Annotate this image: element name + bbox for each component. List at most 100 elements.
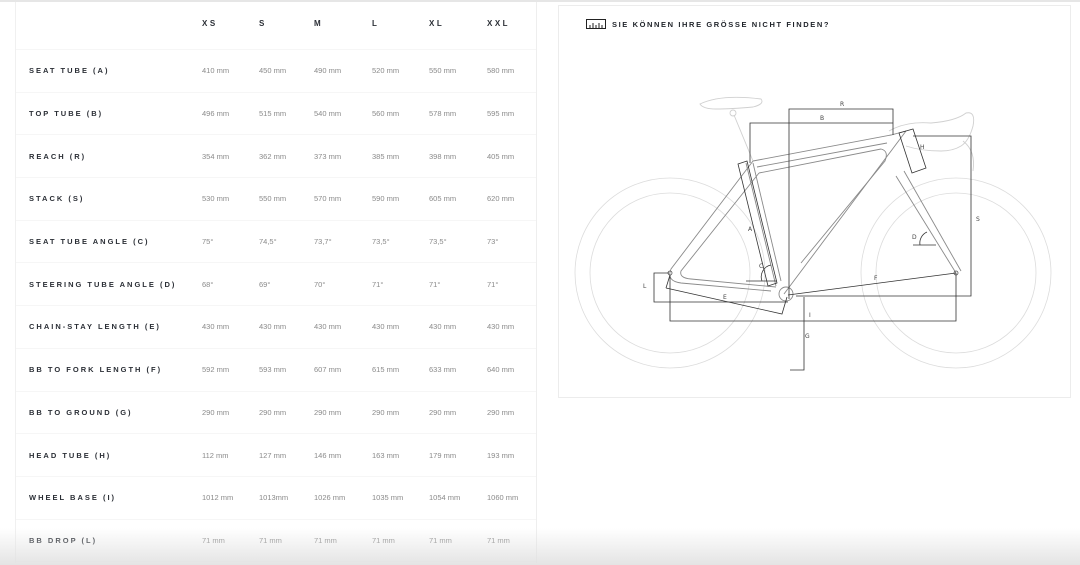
row-label: WHEEL BASE (I) (29, 493, 117, 503)
label-l: L (643, 283, 647, 290)
label-f: F (874, 275, 878, 282)
row-value: 530 mm (202, 194, 230, 204)
row-value: 71 mm (429, 535, 452, 545)
row-value: 540 mm (314, 109, 342, 119)
table-row: STEERING TUBE ANGLE (D)68°69°70°71°71°71… (16, 263, 536, 307)
row-value: 73,5° (372, 237, 390, 247)
size-finder-label: SIE KÖNNEN IHRE GRÖSSE NICHT FINDEN? (612, 19, 831, 29)
row-label: SEAT TUBE ANGLE (C) (29, 237, 150, 247)
label-s: S (976, 216, 980, 223)
row-value: 520 mm (372, 66, 400, 76)
row-value: 640 mm (487, 365, 515, 375)
row-value: 73,7° (314, 237, 332, 247)
row-value: 620 mm (487, 194, 515, 204)
label-a: A (748, 226, 753, 233)
row-value: 290 mm (429, 407, 457, 417)
row-value: 71 mm (259, 535, 282, 545)
row-value: 430 mm (202, 322, 230, 332)
row-value: 607 mm (314, 365, 342, 375)
label-i: I (809, 312, 811, 319)
row-label: HEAD TUBE (H) (29, 450, 112, 460)
label-g: G (805, 333, 810, 340)
row-value: 373 mm (314, 151, 342, 161)
bike-geometry-drawing: R B H S A C D F E L I G (574, 96, 1052, 371)
row-value: 70° (314, 279, 326, 289)
row-value: 385 mm (372, 151, 400, 161)
row-value: 1012 mm (202, 493, 234, 503)
row-value: 550 mm (429, 66, 457, 76)
row-value: 1026 mm (314, 493, 346, 503)
table-row: BB DROP (L) 71 mm 71 mm 71 mm 71 mm 71 mm 71 m… (16, 520, 536, 563)
row-value: 592 mm (202, 365, 230, 375)
row-value: 179 mm (429, 450, 457, 460)
row-label: BB TO FORK LENGTH (F) (29, 365, 163, 375)
row-label: STEERING TUBE ANGLE (D) (29, 279, 177, 289)
size-header: L (372, 19, 380, 28)
label-r: R (840, 101, 844, 108)
row-value: 570 mm (314, 194, 342, 204)
row-value: 430 mm (314, 322, 342, 332)
row-value: 410 mm (202, 66, 230, 76)
row-value: 496 mm (202, 109, 230, 119)
table-row: SEAT TUBE ANGLE (C)75°74,5°73,7°73,5°73,… (16, 221, 536, 264)
row-value: 146 mm (314, 450, 342, 460)
row-value: 430 mm (372, 322, 400, 332)
row-value: 362 mm (259, 151, 287, 161)
size-finder-link[interactable]: SIE KÖNNEN IHRE GRÖSSE NICHT FINDEN? (586, 19, 830, 29)
label-b: B (820, 115, 824, 122)
row-value: 112 mm (202, 450, 229, 460)
row-value: 450 mm (259, 66, 287, 76)
row-value: 580 mm (487, 66, 515, 76)
row-value: 71 mm (487, 535, 510, 545)
row-value: 71° (372, 279, 384, 289)
row-value: 578 mm (429, 109, 457, 119)
row-value: 615 mm (372, 365, 400, 375)
label-h: H (920, 144, 925, 151)
label-c: C (759, 263, 763, 270)
row-label: REACH (R) (29, 151, 87, 161)
row-value: 68° (202, 279, 214, 289)
label-e: E (723, 294, 727, 301)
label-d: D (912, 234, 917, 241)
row-value: 71° (429, 279, 441, 289)
row-value: 1054 mm (429, 493, 461, 503)
table-row: WHEEL BASE (I) 1012 mm 1013mm 1026 mm 1035 m… (16, 477, 536, 520)
ruler-icon (586, 19, 606, 29)
row-value: 430 mm (429, 322, 457, 332)
row-label: BB DROP (L) (29, 535, 98, 545)
row-value: 405 mm (487, 151, 515, 161)
row-value: 290 mm (202, 407, 230, 417)
row-value: 290 mm (314, 407, 342, 417)
row-label: SEAT TUBE (A) (29, 66, 110, 76)
wheel-front-icon (860, 177, 1052, 369)
size-header: M (314, 19, 324, 28)
row-value: 1013mm (259, 493, 289, 503)
size-header: XS (202, 19, 218, 28)
geometry-diagram-panel: SIE KÖNNEN IHRE GRÖSSE NICHT FINDEN? (558, 5, 1071, 398)
table-row: REACH (R) 354 mm 362 mm 373 mm 385 mm 398 mm 4… (16, 135, 536, 179)
top-divider (0, 0, 1080, 2)
row-value: 75° (202, 237, 214, 247)
row-value: 290 mm (259, 407, 287, 417)
row-value: 550 mm (259, 194, 287, 204)
row-value: 354 mm (202, 151, 230, 161)
row-value: 1035 mm (372, 493, 404, 503)
row-value: 398 mm (429, 151, 457, 161)
row-value: 127 mm (259, 450, 287, 460)
row-label: STACK (S) (29, 194, 85, 204)
geometry-table: XS S M L XL XXL SEAT TUBE (A) 410 mm 450 m… (15, 2, 537, 563)
table-header-row: XS S M L XL XXL (16, 2, 536, 50)
size-header: XL (429, 19, 445, 28)
row-value: 430 mm (487, 322, 515, 332)
row-value: 71 mm (202, 535, 225, 545)
row-value: 71 mm (372, 535, 395, 545)
row-value: 430 mm (259, 322, 287, 332)
row-value: 290 mm (487, 407, 515, 417)
row-value: 69° (259, 279, 271, 289)
row-value: 71 mm (314, 535, 337, 545)
